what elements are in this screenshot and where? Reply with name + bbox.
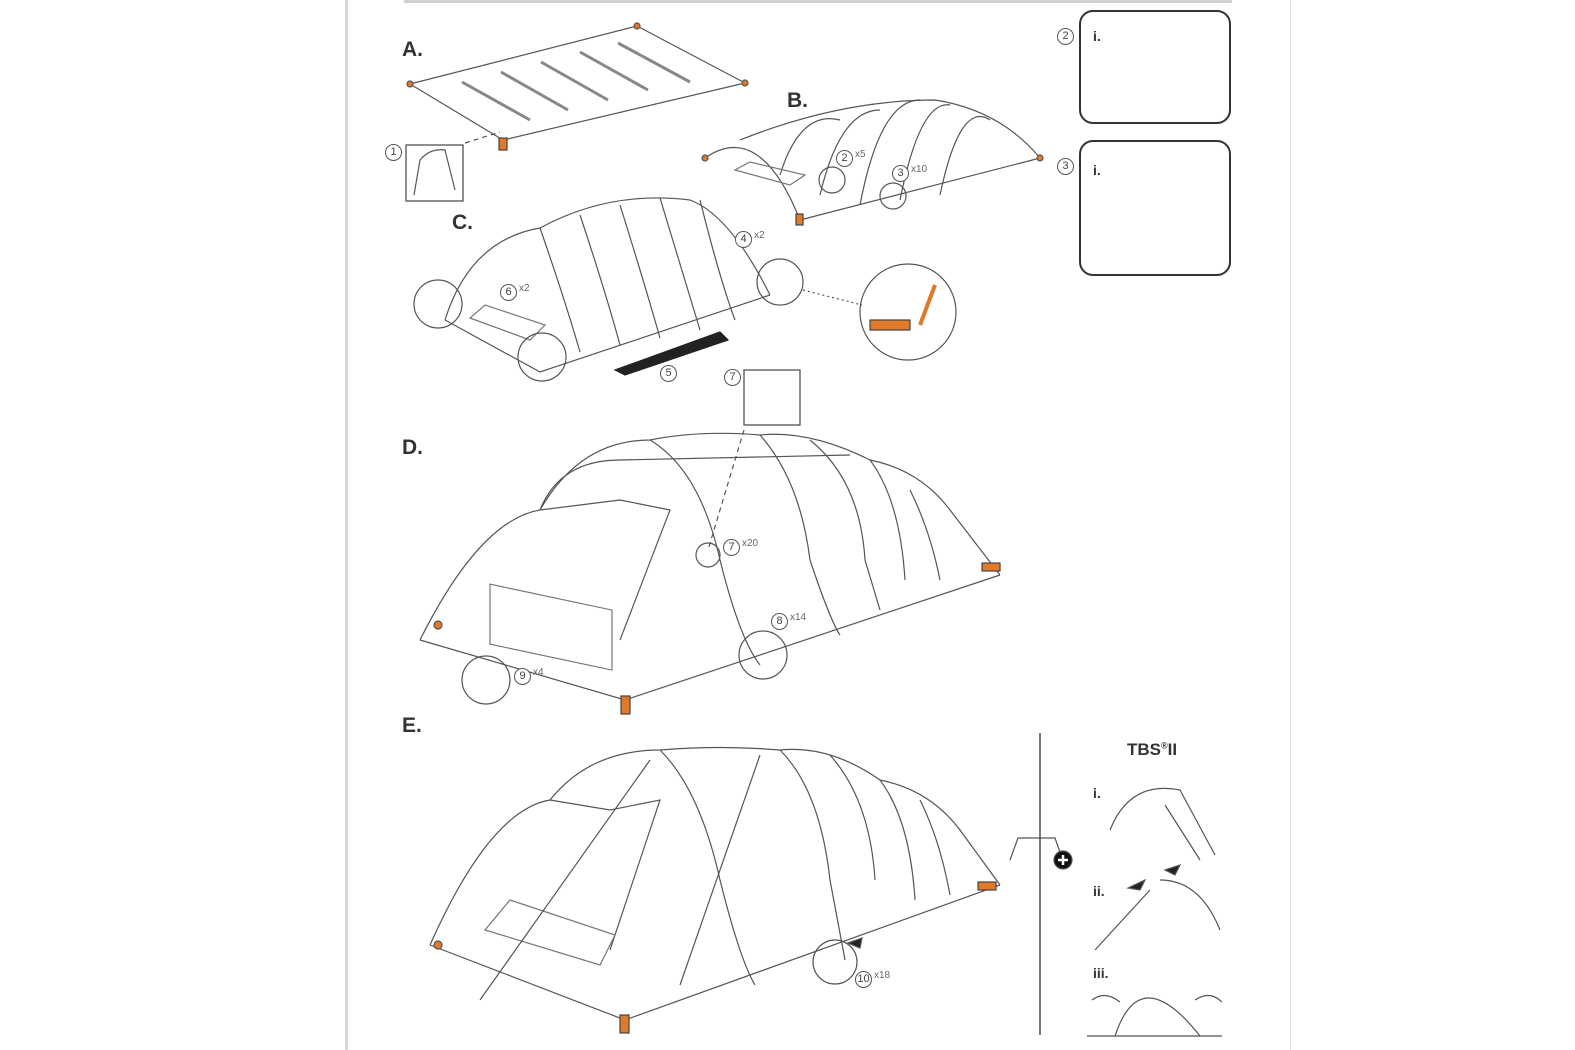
detail-panel-2-sub: i.: [1093, 28, 1101, 44]
detail-panel-3-number: 3: [1057, 158, 1074, 175]
step-c-illustration: [413, 197, 957, 382]
top-divider: [404, 0, 1232, 3]
detail-panel-2-number: 2: [1057, 28, 1074, 45]
step-label-b: B.: [787, 89, 808, 112]
step-label-e: E.: [402, 714, 422, 737]
callout-1: 1: [385, 144, 402, 161]
tbs-drawings: [1087, 787, 1223, 1037]
step-label-d: D.: [402, 436, 423, 459]
callout-7: 7: [724, 369, 741, 386]
tbs-step-iii: iii.: [1093, 965, 1109, 981]
tbs-step-ii: ii.: [1093, 883, 1105, 899]
tbs-title: TBS®II: [1127, 740, 1178, 759]
detail-panel-2: [1079, 10, 1231, 124]
detail-panel-3: [1079, 140, 1231, 276]
step-label-a: A.: [402, 38, 423, 61]
detail-panel-3-sub: i.: [1093, 162, 1101, 178]
step-a-illustration: [405, 22, 749, 202]
step-label-c: C.: [452, 211, 473, 234]
step-b-illustration: [701, 99, 1044, 226]
tbs-step-i: i.: [1093, 785, 1101, 801]
step-d-illustration: [419, 369, 1001, 715]
callout-5: 5: [660, 365, 677, 382]
step-e-illustration: [429, 733, 1073, 1035]
